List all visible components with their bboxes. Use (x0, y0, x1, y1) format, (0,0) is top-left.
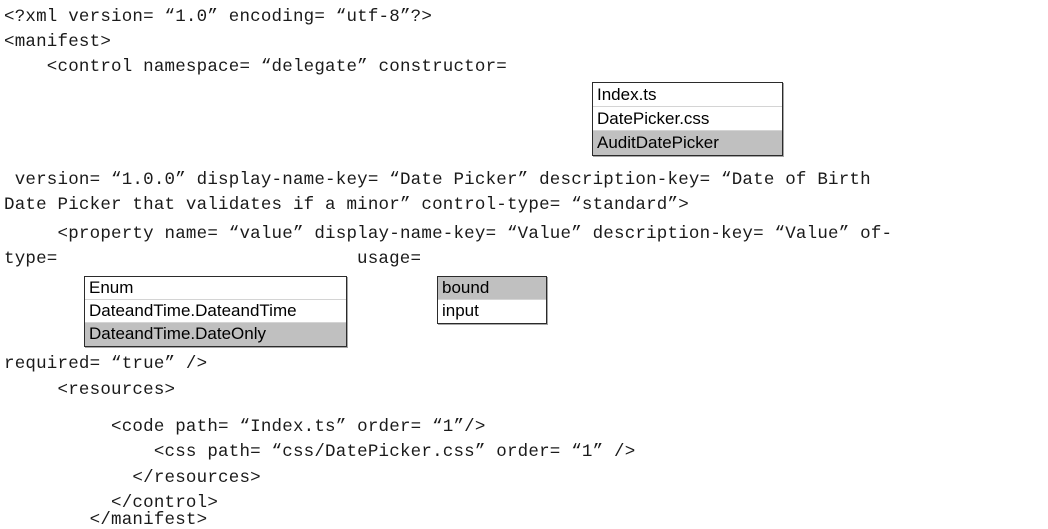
dropdown-option[interactable]: Enum (85, 277, 346, 300)
dropdown-option[interactable]: DateandTime.DateandTime (85, 300, 346, 323)
code-line: <?xml version= “1.0” encoding= “utf-8”?> (4, 7, 433, 27)
code-line: type= (4, 249, 58, 269)
code-line: <manifest> (4, 32, 112, 52)
code-line: </resources> (4, 468, 261, 488)
code-line: </manifest> (4, 510, 208, 529)
code-line: <css path= “css/DatePicker.css” order= “… (4, 442, 636, 462)
code-line: version= “1.0.0” display-name-key= “Date… (4, 170, 871, 190)
code-line: <property name= “value” display-name-key… (4, 224, 893, 244)
dropdown-option[interactable]: Index.ts (593, 83, 782, 107)
dropdown-option[interactable]: DatePicker.css (593, 107, 782, 131)
code-line: Date Picker that validates if a minor” c… (4, 195, 689, 215)
code-line: <resources> (4, 380, 176, 400)
code-line: </control> (4, 493, 219, 513)
code-line: <code path= “Index.ts” order= “1”/> (4, 417, 486, 437)
dropdown-option[interactable]: bound (438, 277, 546, 300)
code-line: usage= (357, 249, 422, 269)
code-line: <control namespace= “delegate” construct… (4, 57, 507, 77)
dropdown-option[interactable]: input (438, 300, 546, 323)
code-line: required= “true” /> (4, 354, 208, 374)
dropdown-option[interactable]: AuditDatePicker (593, 131, 782, 155)
dropdown-option[interactable]: DateandTime.DateOnly (85, 323, 346, 346)
